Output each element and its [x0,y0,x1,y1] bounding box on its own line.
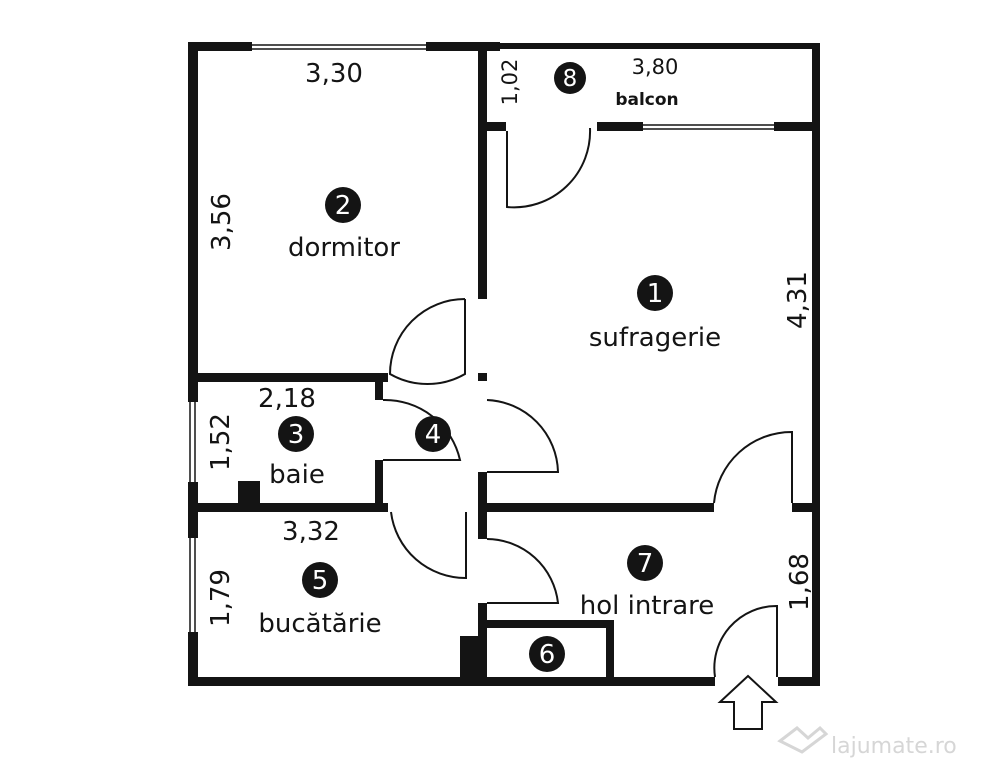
sufragerie-door [486,399,560,473]
room-dormitor: 2 dormitor [288,187,400,263]
room-4-badge [415,416,451,452]
room-8-number: 8 [563,66,578,92]
room-5-name: bucătărie [258,609,381,639]
bottom-wall-left [188,677,715,686]
dimensions: 3,30 3,56 1,02 3,80 4,31 2,18 1,52 3,32 … [206,55,815,627]
sufragerie-bottom-wall [478,503,714,512]
partition-dormitor-sufragerie [478,42,487,299]
sufragerie-top-wall-left [486,122,506,131]
top-wall-left [188,42,252,51]
dim-bucatarie-width: 3,32 [282,517,340,547]
sufragerie-top-wall-right [774,122,820,131]
watermark-logo-icon [777,725,829,754]
room-2-name: dormitor [288,233,400,263]
closet-right-wall [606,620,614,682]
dormitor-bottom-wall [188,373,388,382]
bucatarie-shaft [460,636,480,680]
room-1-name: sufragerie [589,323,721,353]
room-bucatarie: 5 bucătărie [258,562,382,639]
room-3-badge [278,416,314,452]
room-5-number: 5 [312,566,329,596]
room-3-name: baie [269,460,325,490]
room-6-badge [529,636,565,672]
room-4: 4 [415,416,451,452]
entrance-arrow-icon [717,674,779,730]
room-7-name: hol intrare [580,591,715,621]
top-wall-right [426,42,500,51]
room-1-badge [637,275,673,311]
room-sufragerie: 1 sufragerie [589,275,721,353]
dim-dormitor-height: 3,56 [207,193,237,251]
watermark-text: lajumate.ro [831,734,957,759]
right-wall [812,122,820,686]
watermark: lajumate.ro [777,725,957,759]
sufragerie-hol-door [713,430,793,504]
room-baie: 3 baie [269,416,325,490]
left-wall-lower [188,632,198,686]
room-balcon: 8 balcon [554,62,679,110]
dim-baie-width: 2,18 [258,384,316,414]
baie-shaft [238,481,260,505]
room-6-number: 6 [539,640,556,670]
closet-top-wall [478,620,612,628]
balcon-door [506,127,592,209]
room-4-number: 4 [425,420,442,450]
dim-hol-height: 1,68 [785,553,815,611]
dim-balcon-width: 3,80 [632,55,679,79]
baie-bottom-wall [188,503,388,512]
dim-balcon-depth: 1,02 [498,59,522,106]
dim-bucatarie-height: 1,79 [206,569,236,627]
room-8-name: balcon [615,90,678,110]
interior-walls [188,42,820,683]
balcon-top-wall [486,43,820,49]
bucatarie-door [390,511,467,580]
room-8-badge [554,62,586,94]
room-1-number: 1 [647,279,664,309]
sufragerie-top-wall-mid [597,122,643,131]
dim-dormitor-width: 3,30 [305,59,363,89]
room-7-badge [627,545,663,581]
room-6: 6 [529,636,565,672]
room-hol-intrare: 7 hol intrare [580,545,715,621]
room-2-number: 2 [335,191,352,221]
hol-bucatarie-door [486,538,560,604]
dormitor-door [388,298,466,385]
room-7-number: 7 [637,549,654,579]
entrance-door [713,604,778,678]
dim-baie-height: 1,52 [206,413,236,471]
dim-sufragerie-height: 4,31 [783,271,813,329]
room-2-badge [325,187,361,223]
bottom-wall-right [778,677,820,686]
left-wall-upper [188,42,198,402]
balcon-right-wall [812,43,820,133]
room-5-badge [302,562,338,598]
exterior-walls [188,42,820,686]
room-3-number: 3 [288,420,305,450]
